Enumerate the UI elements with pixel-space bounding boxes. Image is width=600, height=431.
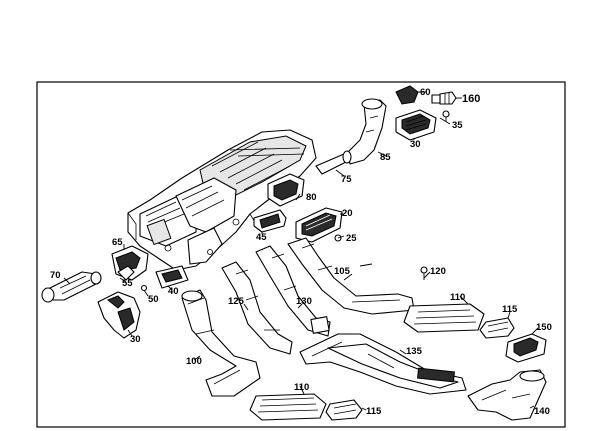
diagram-frame — [36, 81, 566, 428]
part-105-duct — [287, 237, 415, 315]
part-20-vent — [295, 207, 343, 243]
callout-135: 135 — [406, 346, 423, 357]
part-25-screw — [334, 234, 345, 242]
part-85-duct — [347, 98, 387, 165]
callout-85: 85 — [380, 152, 391, 163]
part-70-tube — [41, 271, 102, 303]
callout-30-top: 30 — [410, 139, 421, 150]
callout-60: 60 — [420, 87, 431, 98]
callout-115-lower: 115 — [366, 406, 382, 417]
callout-100: 100 — [186, 356, 202, 367]
part-80-vent — [267, 173, 305, 207]
callout-105: 105 — [334, 266, 351, 277]
callout-125: 125 — [228, 296, 245, 307]
part-110-pad-lower — [249, 393, 327, 421]
part-120-screw — [420, 266, 428, 280]
part-100-duct — [181, 289, 261, 397]
part-135-duct — [299, 333, 467, 395]
leader-lines — [63, 91, 539, 411]
part-160-bulb — [431, 91, 457, 105]
callout-150: 150 — [536, 322, 552, 333]
part-60-connector — [395, 85, 419, 105]
callout-45: 45 — [256, 232, 267, 243]
part-115-pad-lower — [325, 399, 363, 421]
part-30-actuator — [97, 291, 141, 339]
callout-160: 160 — [462, 93, 480, 105]
part-130-duct — [255, 245, 331, 337]
callout-120: 120 — [430, 266, 446, 277]
part-45-bracket — [253, 209, 287, 233]
part-110-pad-upper — [403, 303, 485, 333]
callout-110-lower: 110 — [294, 382, 309, 393]
callout-labels: 60 160 35 30 85 80 75 20 45 25 65 105 12… — [50, 87, 552, 417]
part-40-flap — [155, 265, 189, 289]
callout-40: 40 — [168, 286, 179, 297]
part-125-duct — [221, 261, 293, 355]
part-140-duct — [467, 369, 547, 421]
callout-35: 35 — [452, 120, 463, 131]
callout-70: 70 — [50, 270, 61, 281]
callout-110-upper: 110 — [450, 292, 465, 303]
callout-55: 55 — [122, 278, 133, 289]
callout-30-lower: 30 — [130, 334, 141, 345]
callout-115-upper: 115 — [502, 304, 518, 315]
part-75-tube — [315, 150, 352, 175]
callout-75: 75 — [341, 174, 352, 185]
callout-140: 140 — [534, 406, 550, 417]
part-30-top-vent — [395, 109, 437, 141]
part-35-screw — [442, 110, 450, 122]
callout-50: 50 — [148, 294, 159, 305]
part-55-clip — [117, 265, 135, 281]
part-50-screw — [140, 284, 149, 297]
callout-25: 25 — [346, 233, 357, 244]
callout-130: 130 — [296, 296, 312, 307]
callout-65: 65 — [112, 237, 123, 248]
hvac-housing — [127, 129, 317, 271]
callout-80: 80 — [306, 192, 317, 203]
part-150-vent — [505, 333, 547, 363]
part-115-pad-upper — [479, 317, 515, 339]
callout-20: 20 — [342, 208, 353, 219]
